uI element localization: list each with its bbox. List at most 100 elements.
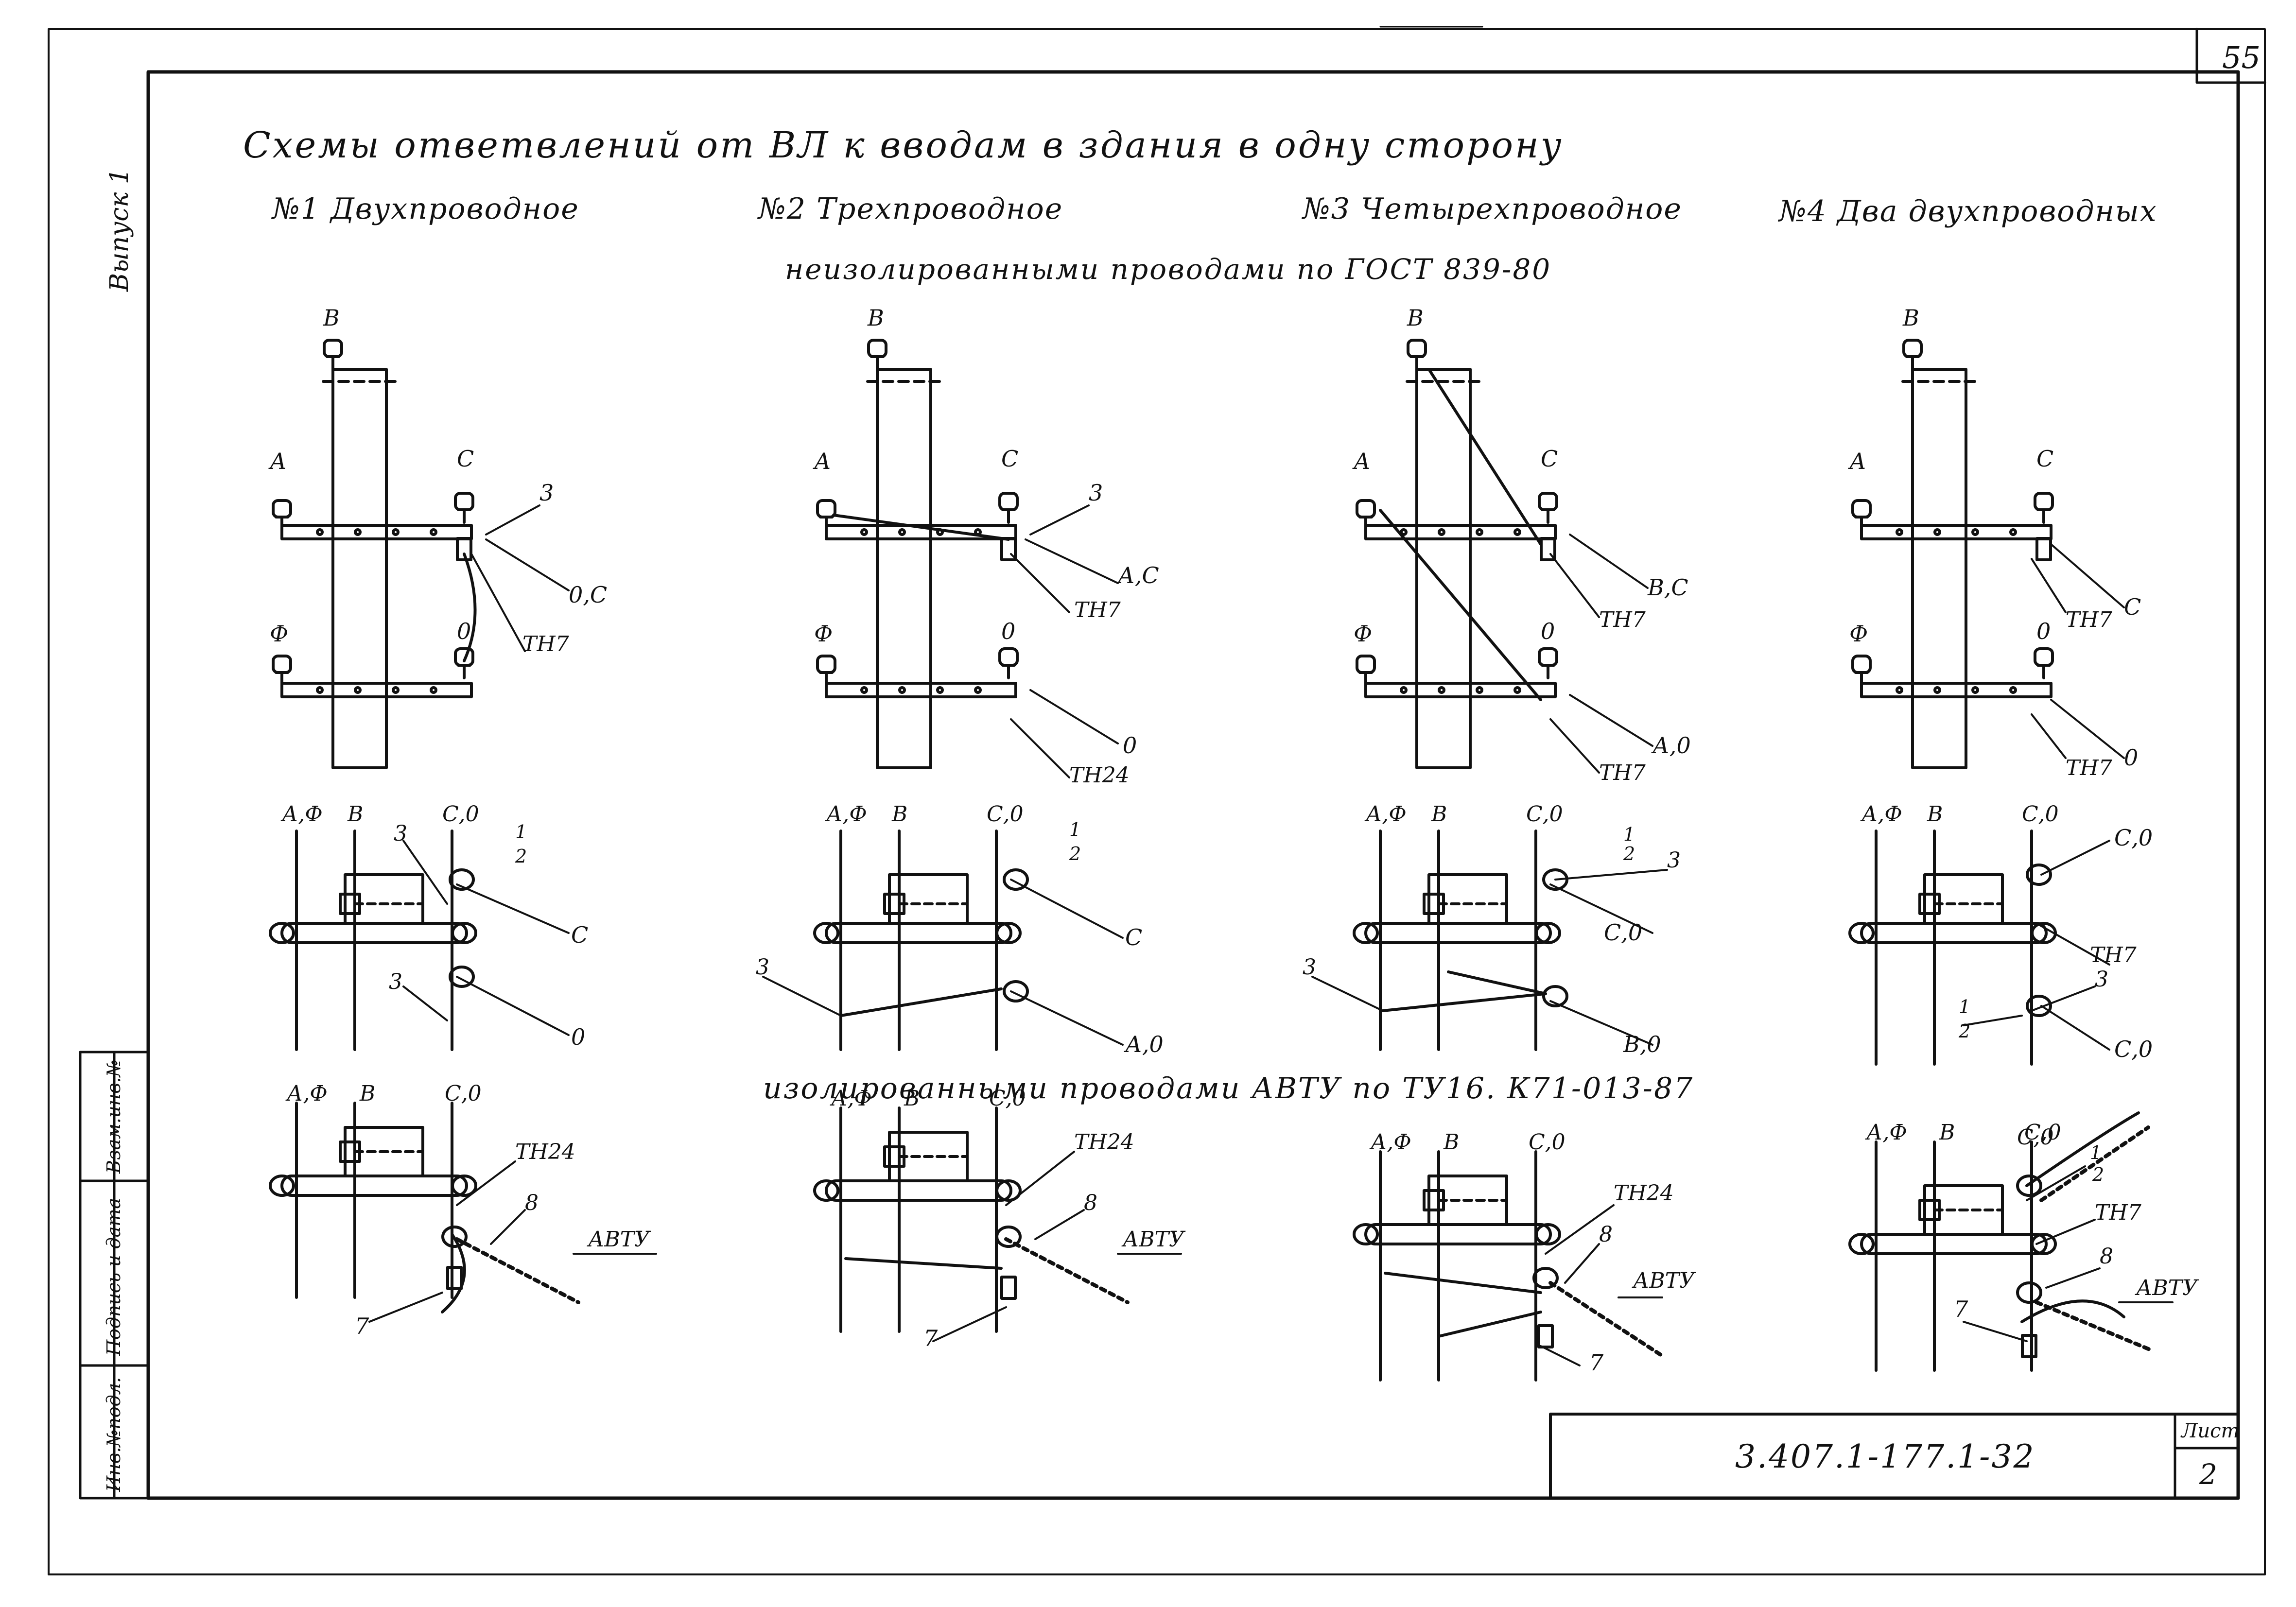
section-bare-wires: неизолированными проводами по ГОСТ 839-8…: [785, 253, 1552, 286]
label-a: А: [1848, 448, 1866, 474]
label-af: А,Ф: [280, 802, 323, 827]
wire-loop: [451, 922, 477, 944]
label-out-c0: С,0: [2114, 825, 2153, 851]
label-c: С: [457, 446, 474, 472]
label-c0: С,0: [1529, 1130, 1565, 1155]
callout-8: 8: [1084, 1191, 1097, 1215]
label-c0: С,0: [989, 1086, 1026, 1111]
label-out-c: С: [2124, 594, 2141, 620]
clamp-icon: [1540, 537, 1556, 561]
wire-loop: [2026, 864, 2052, 886]
bolt-icon: [354, 528, 362, 536]
drop-wire: [2025, 1111, 2140, 1187]
label-tn24: ТН24: [1614, 1181, 1674, 1206]
leader-line: [2031, 713, 2067, 759]
avtu-cable: [2035, 1300, 2155, 1353]
clamp-icon: [1000, 1276, 1017, 1300]
wire-loop: [2016, 1175, 2042, 1197]
wire-loop: [995, 922, 1022, 944]
wire-loop: [1848, 922, 1875, 944]
label-tn24: ТН24: [1069, 763, 1130, 788]
leader-line: [1010, 718, 1070, 778]
label-0: 0: [1541, 618, 1555, 644]
leader-line: [1545, 1204, 1615, 1255]
sheet-number: 2: [2199, 1458, 2217, 1491]
leader-line: [490, 1209, 526, 1245]
crossarm: [1364, 682, 1557, 698]
bolt-icon: [1971, 686, 1979, 694]
label-avtu: АВТУ: [587, 1227, 651, 1252]
bolt-icon: [316, 686, 324, 694]
pole: [1911, 368, 1967, 769]
crossarm: [825, 524, 1017, 540]
label-tn24: ТН24: [1074, 1130, 1134, 1155]
callout-7: 7: [355, 1313, 369, 1339]
wire-loop: [1535, 1223, 1561, 1245]
label-0: 0: [1001, 618, 1015, 644]
stamp-cell-replace-inv: Взам.инв.№: [103, 1059, 124, 1174]
leader-line: [1549, 718, 1600, 774]
wire-loop: [1542, 985, 1568, 1007]
leader-line: [2050, 699, 2125, 759]
avtu-cable: [455, 1237, 580, 1304]
leader-line: [485, 504, 540, 536]
crossarm: [825, 682, 1017, 698]
wire-loop: [995, 1179, 1022, 1202]
bolt-icon: [1896, 686, 1903, 694]
pole-bracket-plan: [1427, 873, 1508, 925]
bolt-icon: [860, 528, 868, 536]
page-number: 55: [2222, 40, 2261, 75]
bolt-icon: [1971, 528, 1979, 536]
insulator-icon: [998, 647, 1019, 667]
crossarm-plan: [1364, 922, 1552, 944]
label-b: В: [1407, 305, 1424, 331]
column-heading-4: №4 Два двухпроводных: [1779, 194, 2157, 228]
leader-line: [1549, 553, 1600, 618]
label-b: В: [359, 1081, 375, 1106]
bolt-icon: [1896, 528, 1903, 536]
crossarm: [280, 682, 473, 698]
label-out-c: С: [1125, 924, 1142, 950]
label-out-0: 0: [1123, 732, 1137, 759]
bolt-icon: [1476, 528, 1483, 536]
label-c0: С,0: [442, 802, 479, 827]
crossarm-plan: [280, 1175, 468, 1197]
label-avtu: АВТУ: [2135, 1276, 2199, 1300]
leader-line: [1010, 879, 1124, 939]
crossarm: [1860, 682, 2052, 698]
label-b: В: [891, 802, 907, 827]
column-heading-2: №2 Трехпроводное: [758, 192, 1063, 226]
leader-line: [1540, 1345, 1581, 1366]
label-b: В: [904, 1086, 920, 1111]
callout-3: 3: [394, 821, 407, 846]
bolt-icon: [2009, 686, 2017, 694]
label-out-a0: А,0: [1651, 732, 1691, 759]
leader-line: [1010, 990, 1124, 1046]
leader-line: [1569, 694, 1653, 747]
label-a: А: [268, 448, 287, 474]
bolt-icon: [2009, 528, 2017, 536]
wire-loop: [441, 1226, 468, 1248]
span-wire: [1427, 368, 1542, 546]
leader-line: [1034, 1209, 1085, 1240]
top-insulator-icon: [867, 339, 887, 358]
clamp-icon: [2035, 537, 2052, 561]
label-f: Ф: [1354, 621, 1372, 647]
pole-bracket-plan: [1923, 873, 2004, 925]
leader-line: [456, 976, 570, 1036]
crossarm-plan: [1364, 1223, 1552, 1245]
pole-bracket-plan: [888, 873, 969, 925]
wire-loop: [1848, 1233, 1875, 1255]
leader-line: [1549, 883, 1653, 934]
sheet-label: Лист: [2181, 1420, 2240, 1442]
label-c0: С,0: [2024, 1120, 2061, 1145]
wire-loop: [813, 922, 839, 944]
crossarm-plan: [825, 1179, 1012, 1202]
crossarm-plan: [825, 922, 1012, 944]
bolt-icon: [936, 686, 944, 694]
label-out-0: 0: [571, 1024, 585, 1050]
label-f: Ф: [270, 621, 288, 647]
leader-line: [402, 985, 448, 1021]
crossarm: [1860, 524, 2052, 540]
